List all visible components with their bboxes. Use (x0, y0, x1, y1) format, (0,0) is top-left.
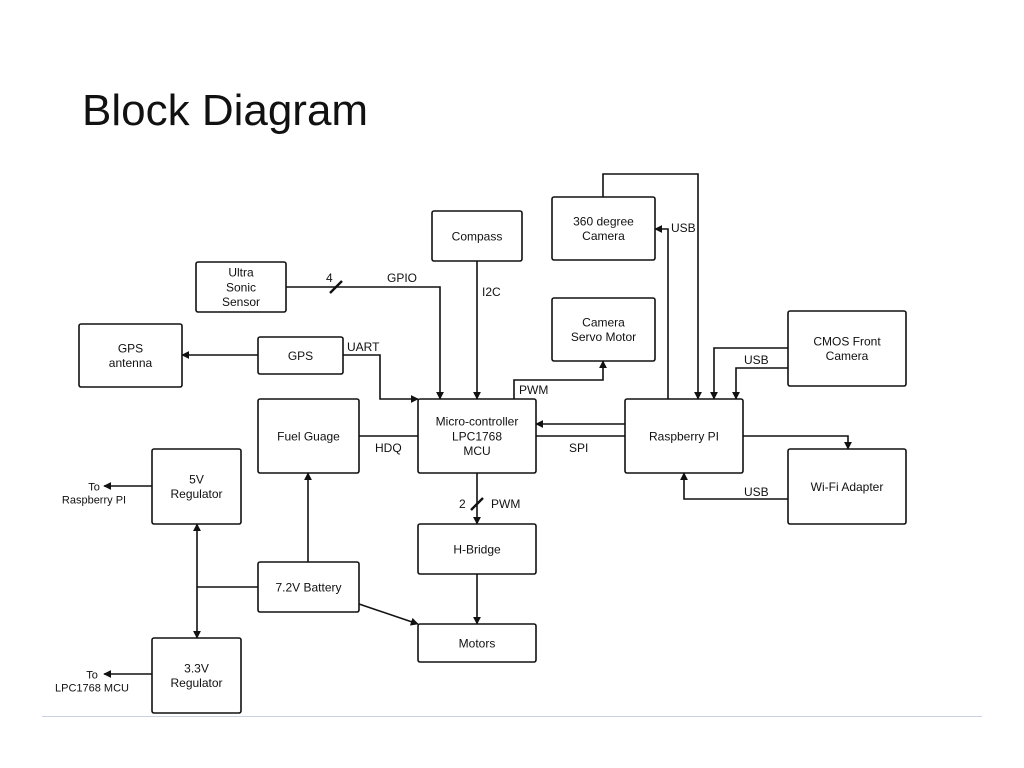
connector-gps-mcu (343, 354, 419, 403)
block-rpi-label: Raspberry PI (649, 429, 719, 443)
block-hbridge-box (417, 523, 537, 575)
label-usb-wifi: USB (744, 485, 769, 499)
label-pwm-servo: PWM (519, 383, 548, 397)
block-gps-box (257, 336, 344, 375)
block-servo-box (551, 297, 656, 362)
label-spi: SPI (569, 441, 588, 455)
block-compass: Compass (431, 210, 523, 262)
footer-divider (42, 716, 982, 717)
block-gps-antenna-box (78, 323, 183, 388)
block-reg5-box (151, 448, 242, 525)
label-bus-width-2: 2 (459, 497, 466, 511)
block-motors: Motors (417, 623, 537, 663)
block-hbridge: H-Bridge (417, 523, 537, 575)
block-cmos-box (787, 310, 907, 387)
block-fuel: Fuel Guage (257, 398, 360, 474)
bus-slash-hbridge (470, 497, 484, 511)
block-motors-label: Motors (459, 636, 496, 650)
block-fuel-box (257, 398, 360, 474)
block-wifi-label: Wi-Fi Adapter (811, 480, 884, 494)
block-battery-box (257, 561, 360, 613)
connectors (103, 173, 852, 678)
label-uart: UART (347, 340, 380, 354)
block-wifi-box (787, 448, 907, 525)
block-motors-box (417, 623, 537, 663)
label-usb-cmos: USB (744, 353, 769, 367)
block-gps-label: GPS (288, 349, 313, 363)
connector-rpi-camera360 (654, 225, 669, 399)
block-rpi-box (624, 398, 744, 474)
block-compass-label: Compass (452, 229, 503, 243)
label-bus-width-4: 4 (326, 271, 333, 285)
connector-rpi-wifi (743, 435, 852, 450)
block-rpi: Raspberry PI (624, 398, 744, 474)
block-gps: GPS (257, 336, 344, 375)
block-reg33-box (151, 637, 242, 714)
connector-cmos-rpi-a (710, 347, 788, 400)
connector-battery-motors (358, 603, 419, 626)
block-mcu-box (417, 398, 537, 474)
block-hbridge-label: H-Bridge (453, 542, 501, 556)
block-wifi: Wi-Fi Adapter (787, 448, 907, 525)
connector-wifi-rpi (680, 472, 788, 500)
block-battery-label: 7.2V Battery (275, 580, 341, 594)
block-compass-box (431, 210, 523, 262)
label-usb-360-camera: USB (671, 221, 696, 235)
block-ultrasonic-box (195, 261, 287, 313)
label-gpio: GPIO (387, 271, 417, 285)
connector-mcu-servo (513, 360, 607, 399)
label-i2c: I2C (482, 285, 501, 299)
label-hdq: HDQ (375, 441, 402, 455)
block-fuel-label: Fuel Guage (277, 429, 340, 443)
bus-slash-gpio (329, 280, 343, 294)
block-battery: 7.2V Battery (257, 561, 360, 613)
block-camera360-box (551, 196, 656, 261)
label-pwm-hbridge: PWM (491, 497, 520, 511)
connector-cmos-rpi-b (732, 367, 788, 400)
connector-camera360-rpi (602, 173, 702, 400)
page-title: Block Diagram (82, 86, 369, 135)
